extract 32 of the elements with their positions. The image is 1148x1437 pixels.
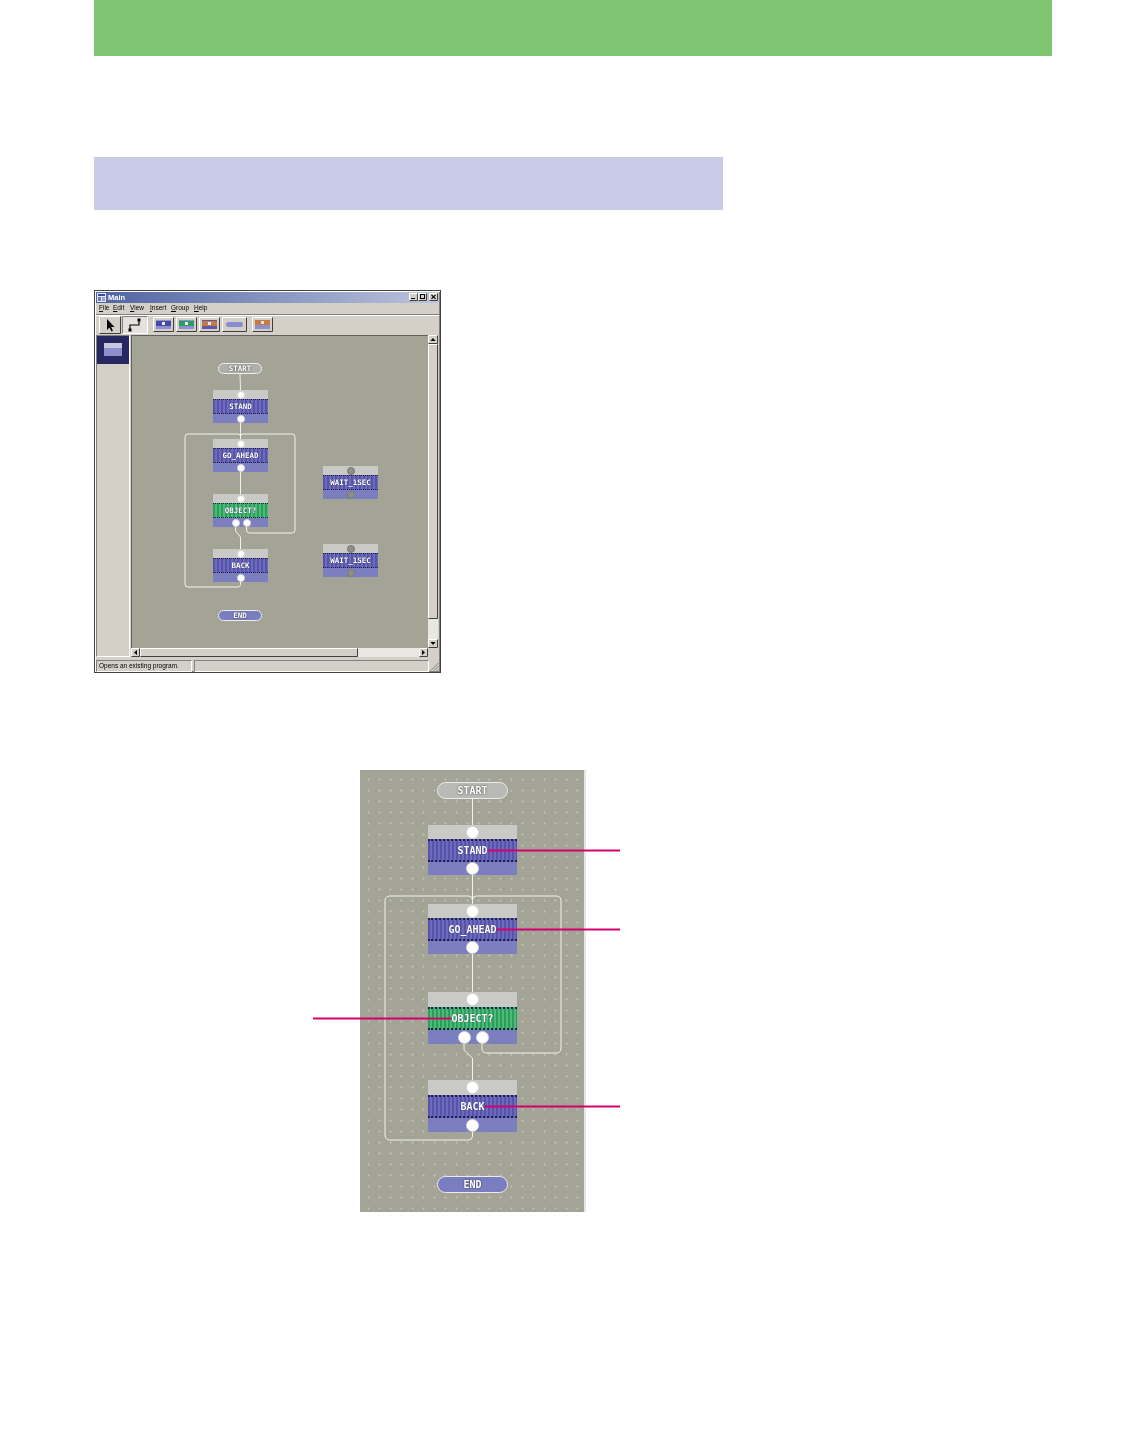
behavior-block [428,992,517,1044]
connector-line [240,433,296,534]
connector-line [384,895,473,1141]
leader-line [486,849,621,852]
terminal-pill: END [437,1176,508,1193]
connector-line [472,953,473,993]
behavior-block [428,825,517,875]
connector-line [472,798,473,826]
terminal-pill: START [437,782,508,799]
behavior-block [428,1080,517,1132]
connector-line [235,526,241,550]
connector-line [240,471,241,495]
block-label: GO_AHEAD [448,923,497,936]
connector-line [472,895,562,1054]
behavior-block [213,494,268,527]
leader-line [312,1017,453,1020]
block-label: STAND [457,844,488,857]
connector-line [184,433,241,588]
behavior-block [323,544,378,577]
behavior-block [428,904,517,954]
behavior-block [323,466,378,499]
behavior-block [213,549,268,582]
connector-line [239,373,241,391]
leader-line [483,1105,621,1108]
block-label: OBJECT? [451,1012,494,1025]
behavior-block [213,439,268,472]
header-bar [94,0,1052,56]
leader-line [495,928,621,931]
connector-line [463,1043,473,1081]
section-band [94,157,723,210]
behavior-block [213,390,268,423]
block-label: BACK [460,1100,485,1113]
